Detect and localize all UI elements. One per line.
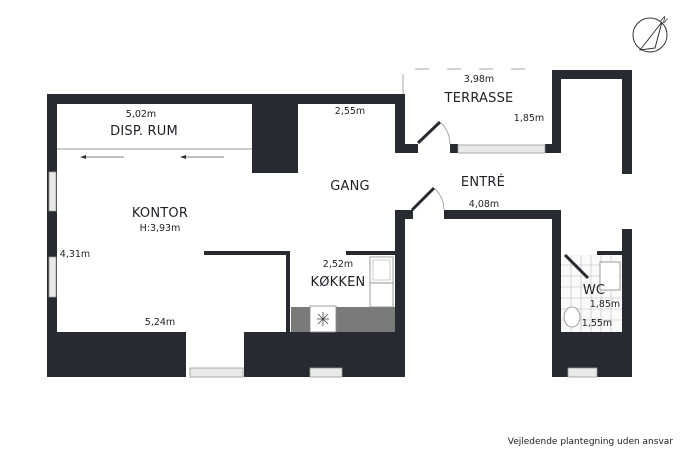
kitchen-fixtures — [291, 256, 395, 333]
wc-depth: 1,55m — [582, 318, 612, 329]
entre-width: 4,08m — [469, 199, 499, 210]
kontor-width: 5,24m — [145, 317, 175, 328]
room-label-entre: ENTRÉ — [461, 174, 505, 190]
entrance-door — [410, 186, 445, 212]
kokken-width: 2,52m — [323, 259, 353, 270]
room-label-wc: WC — [583, 283, 605, 298]
room-label-disp-rum: DISP. RUM — [110, 124, 178, 139]
toilet-icon — [563, 306, 581, 328]
north-compass-icon: N — [632, 15, 669, 53]
wc-width: 1,85m — [590, 299, 620, 310]
wc-fixtures — [561, 253, 622, 332]
room-label-gang: GANG — [330, 179, 370, 194]
disclaimer-text: Vejledende plantegning uden ansvar — [507, 437, 673, 447]
kontor-ceiling-height: H:3,93m — [140, 223, 181, 234]
kontor-depth: 4,31m — [60, 249, 90, 260]
room-label-kontor: KONTOR — [132, 206, 188, 221]
terrace-door — [416, 120, 451, 145]
terrasse-width: 3,98m — [464, 74, 494, 85]
terrace-boundary — [402, 68, 535, 94]
sliding-door — [57, 148, 252, 159]
svg-text:N: N — [659, 15, 669, 26]
windows — [48, 144, 598, 378]
gang-width: 2,55m — [335, 106, 365, 117]
disp-rum-width: 5,02m — [126, 109, 156, 120]
walls — [47, 70, 632, 377]
freezer-icon — [317, 312, 329, 326]
room-label-terrasse: TERRASSE — [444, 91, 514, 106]
room-label-kokken: KØKKEN — [311, 275, 366, 290]
terrasse-depth: 1,85m — [514, 113, 544, 124]
